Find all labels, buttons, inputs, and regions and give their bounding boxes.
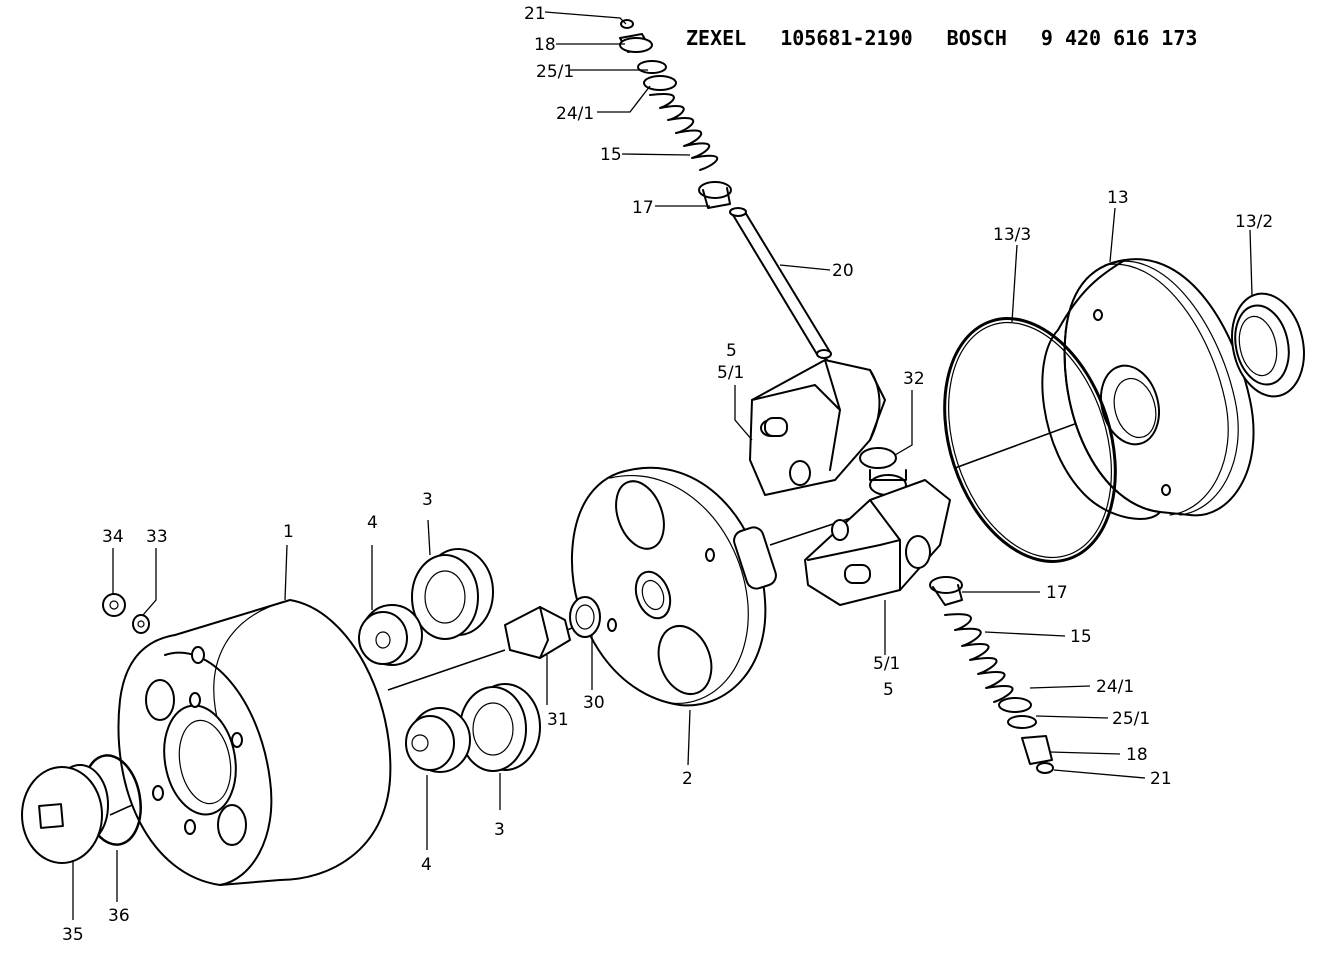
part-13-cover [1041,258,1255,520]
part-number-bosch: 9 420 616 173 [1040,26,1198,50]
label-2: 2 [682,769,693,789]
part-13-3-o-ring [943,317,1117,563]
label-5-bottom: 5 [883,680,894,700]
label-3-top: 3 [422,490,433,510]
label-3-bottom: 3 [494,820,505,840]
label-5-top: 5 [726,341,737,361]
part-3-upper-plug [411,548,494,640]
brand-zexel: ZEXEL [686,26,747,50]
label-21-bottom: 21 [1150,769,1172,789]
brand-bosch: BOSCH [946,26,1007,50]
part-number-zexel: 105681-2190 [780,26,913,50]
part-20-rod [732,211,832,359]
part-31-nut [504,606,571,659]
label-15-top: 15 [600,145,622,165]
part-4-lower-valve [405,707,471,773]
label-24-1-bottom: 24/1 [1096,677,1134,697]
label-13-2: 13/2 [1235,212,1273,232]
label-1: 1 [283,522,294,542]
label-4-top: 4 [367,513,378,533]
upper-spring-stack [619,19,747,217]
label-18-bottom: 18 [1126,745,1148,765]
label-15-bottom: 15 [1070,627,1092,647]
part-30-washer [569,596,601,638]
part-32-cup [859,447,907,496]
label-35: 35 [62,925,84,945]
part-5-lower-block [804,479,951,606]
part-33-washer [132,614,150,634]
label-17-top: 17 [632,198,654,218]
part-3-lower-plug [459,683,541,772]
part-34-screw [102,593,126,617]
lower-spring-stack [929,576,1054,774]
part-5-upper-block [749,359,886,496]
label-5-1-top: 5/1 [717,363,744,383]
part-13-2-bearing [1231,292,1305,398]
label-25-1-top: 25/1 [536,62,574,82]
label-13-3: 13/3 [993,225,1031,245]
part-35-screw-plug [21,764,109,864]
label-30: 30 [583,693,605,713]
part-2-disc [570,466,777,707]
part-4-upper-valve [358,604,423,666]
header-title: ZEXEL 105681-2190 BOSCH 9 420 616 173 [686,26,1197,50]
label-24-1-top: 24/1 [556,104,594,124]
part-labels: 21 18 25/1 24/1 15 17 20 5 5/1 32 13/3 1… [62,4,1273,945]
label-36: 36 [108,906,130,926]
label-25-1-bottom: 25/1 [1112,709,1150,729]
label-21-top: 21 [524,4,546,24]
part-1-body [117,599,392,886]
label-33: 33 [146,527,168,547]
label-17-bottom: 17 [1046,583,1068,603]
leader-lines [72,11,1253,920]
label-4-bottom: 4 [421,855,432,875]
label-20: 20 [832,261,854,281]
label-34: 34 [102,527,124,547]
label-32: 32 [903,369,925,389]
label-5-1-bottom: 5/1 [873,654,900,674]
label-18-top: 18 [534,35,556,55]
label-31: 31 [547,710,569,730]
label-13: 13 [1107,188,1129,208]
